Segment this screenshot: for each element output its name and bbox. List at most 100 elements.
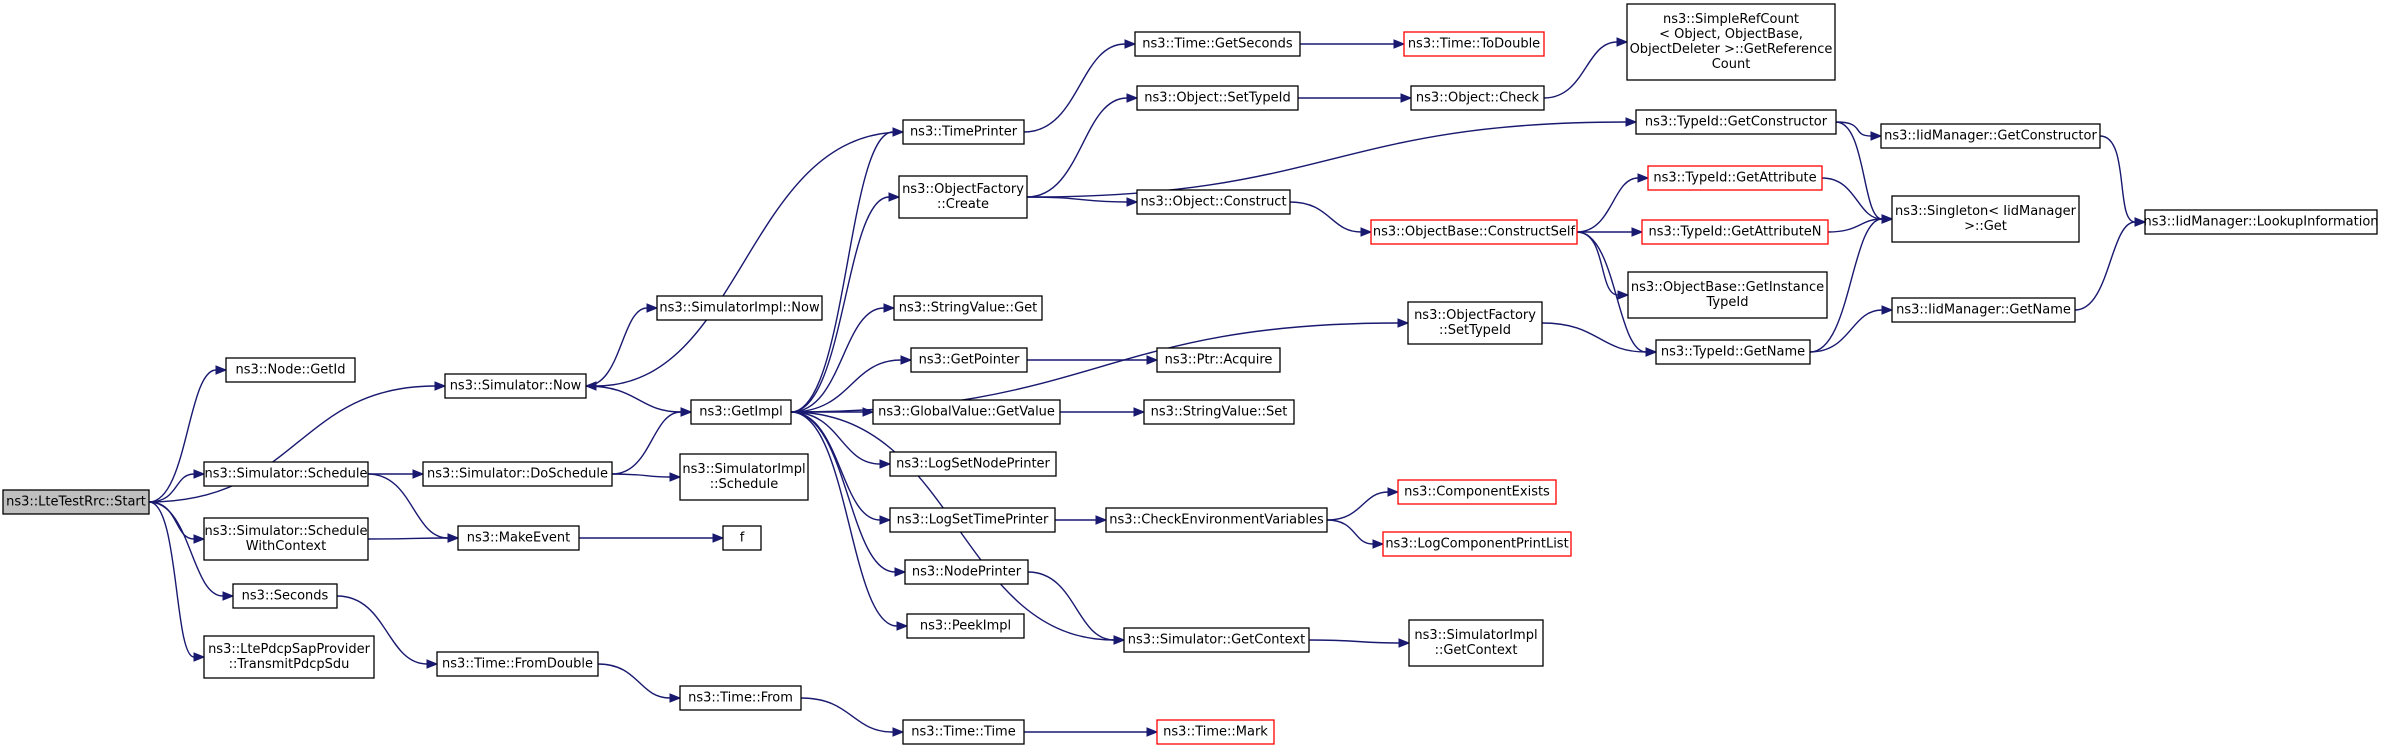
node-label: ns3::IidManager::LookupInformation	[2143, 215, 2378, 230]
node-label: ns3::IidManager::GetName	[1896, 303, 2071, 318]
node-label: ns3::Time::From	[688, 691, 793, 706]
function-node-timemark[interactable]: ns3::Time::Mark	[1156, 719, 1275, 745]
node-label: ns3::LteTestRrc::Start	[6, 495, 146, 510]
function-node-f[interactable]: f	[722, 525, 762, 551]
call-edge-arrowhead	[1616, 37, 1629, 47]
function-node-sim-schedule[interactable]: ns3::Simulator::Schedule	[203, 461, 369, 487]
function-node-stringvalue-set[interactable]: ns3::StringValue::Set	[1143, 399, 1295, 425]
function-node-sim-getcontext[interactable]: ns3::Simulator::GetContext	[1123, 627, 1310, 653]
node-label: ns3::Object::Check	[1416, 91, 1540, 106]
function-node-makeevent[interactable]: ns3::MakeEvent	[457, 525, 580, 551]
node-label: ns3::Time::GetSeconds	[1142, 37, 1293, 52]
node-box	[898, 175, 1028, 219]
node-label: ns3::Simulator::Schedule	[204, 467, 367, 482]
node-box	[690, 399, 792, 425]
call-edge	[1543, 41, 1618, 99]
node-box	[893, 295, 1043, 321]
call-edge-arrowhead	[900, 355, 913, 365]
function-node-logsetnodeprinter[interactable]: ns3::LogSetNodePrinter	[889, 451, 1057, 477]
function-node-simimpl-getcontext[interactable]: ns3::SimulatorImpl::GetContext	[1408, 619, 1544, 667]
node-label: ns3::Simulator::DoSchedule	[427, 467, 608, 482]
function-node-singleton-get[interactable]: ns3::Singleton< IidManager>::Get	[1891, 195, 2080, 243]
function-node-typeid-getconstructor[interactable]: ns3::TypeId::GetConstructor	[1635, 109, 1837, 135]
call-edge	[148, 369, 217, 503]
function-node-time-getseconds[interactable]: ns3::Time::GetSeconds	[1134, 31, 1301, 57]
function-node-nodeprinter[interactable]: ns3::NodePrinter	[904, 559, 1029, 585]
call-edge	[597, 663, 671, 699]
node-box	[889, 507, 1056, 533]
node-label: ns3::SimulatorImpl::Now	[659, 301, 820, 316]
call-edge-arrowhead	[1387, 487, 1400, 497]
function-node-peekimpl[interactable]: ns3::PeekImpl	[906, 613, 1025, 639]
call-edges	[148, 37, 2147, 737]
call-edge	[1326, 491, 1389, 521]
function-node-sim-now[interactable]: ns3::Simulator::Now	[444, 373, 587, 399]
call-edge-arrowhead	[1095, 515, 1108, 525]
node-box	[1891, 195, 2080, 243]
function-node-iidmgr-getname[interactable]: ns3::IidManager::GetName	[1891, 297, 2076, 323]
node-label: ns3::NodePrinter	[912, 565, 1022, 580]
node-label: ns3::StringValue::Set	[1151, 405, 1288, 420]
function-node-sim-doschedule[interactable]: ns3::Simulator::DoSchedule	[422, 461, 613, 487]
function-node-start[interactable]: ns3::LteTestRrc::Start	[2, 489, 150, 515]
node-label: ns3::LtePdcpSapProvider	[208, 642, 371, 657]
call-edge-arrowhead	[1126, 197, 1139, 207]
function-node-simimpl-now[interactable]: ns3::SimulatorImpl::Now	[656, 295, 823, 321]
function-node-time-todouble[interactable]: ns3::Time::ToDouble	[1403, 31, 1545, 57]
call-edge-arrowhead	[894, 567, 907, 577]
function-node-objfactory-settypeid[interactable]: ns3::ObjectFactory::SetTypeId	[1407, 301, 1543, 345]
function-node-globalvalue-get[interactable]: ns3::GlobalValue::GetValue	[872, 399, 1061, 425]
node-box	[1143, 399, 1295, 425]
function-node-timeprinter[interactable]: ns3::TimePrinter	[902, 119, 1025, 145]
node-box	[1156, 347, 1281, 373]
function-node-getimpl[interactable]: ns3::GetImpl	[690, 399, 792, 425]
function-node-typeid-getname[interactable]: ns3::TypeId::GetName	[1655, 339, 1811, 365]
node-label: < Object, ObjectBase,	[1659, 27, 1803, 42]
call-edge-arrowhead	[1625, 117, 1638, 127]
node-label: ns3::TypeId::GetName	[1661, 345, 1805, 360]
function-node-ltepdcp[interactable]: ns3::LtePdcpSapProvider::TransmitPdcpSdu	[203, 635, 375, 679]
call-edge	[2074, 221, 2136, 311]
function-node-getpointer[interactable]: ns3::GetPointer	[910, 347, 1028, 373]
function-node-logsettimeprinter[interactable]: ns3::LogSetTimePrinter	[889, 507, 1056, 533]
function-node-iidmgr-getconstructor[interactable]: ns3::IidManager::GetConstructor	[1880, 123, 2101, 149]
call-edge	[367, 537, 449, 540]
function-node-typeid-getattribute[interactable]: ns3::TypeId::GetAttribute	[1647, 165, 1823, 191]
function-node-obj-construct[interactable]: ns3::Object::Construct	[1136, 189, 1291, 215]
node-label: ns3::Simulator::GetContext	[1128, 633, 1305, 648]
node-box	[1382, 531, 1572, 557]
node-box	[1635, 109, 1837, 135]
function-node-logcomponentprintlist[interactable]: ns3::LogComponentPrintList	[1382, 531, 1572, 557]
function-node-objfactory-create[interactable]: ns3::ObjectFactory::Create	[898, 175, 1028, 219]
node-box	[1410, 85, 1545, 111]
node-label: ::SetTypeId	[1439, 323, 1511, 338]
node-label: ns3::Object::SetTypeId	[1144, 91, 1290, 106]
function-node-componentexists[interactable]: ns3::ComponentExists	[1397, 479, 1557, 505]
node-box	[1408, 619, 1544, 667]
function-node-timefrom[interactable]: ns3::Time::From	[679, 685, 802, 711]
function-node-checkenvvars[interactable]: ns3::CheckEnvironmentVariables	[1105, 507, 1328, 533]
function-node-fromdouble[interactable]: ns3::Time::FromDouble	[436, 651, 599, 677]
function-node-simimpl-schedule[interactable]: ns3::SimulatorImpl::Schedule	[679, 453, 809, 501]
call-edge-arrowhead	[669, 472, 682, 482]
function-node-ptr-acquire[interactable]: ns3::Ptr::Acquire	[1156, 347, 1281, 373]
node-box	[679, 685, 802, 711]
function-node-obj-check[interactable]: ns3::Object::Check	[1410, 85, 1545, 111]
node-box	[1655, 339, 1811, 365]
function-node-simplerefcount[interactable]: ns3::SimpleRefCount< Object, ObjectBase,…	[1626, 3, 1836, 81]
function-node-timetime[interactable]: ns3::Time::Time	[902, 719, 1025, 745]
function-node-iidmgr-lookup[interactable]: ns3::IidManager::LookupInformation	[2143, 209, 2379, 235]
function-node-objbase-constructself[interactable]: ns3::ObjectBase::ConstructSelf	[1370, 219, 1578, 245]
call-edge-arrowhead	[1400, 93, 1413, 103]
function-node-typeid-getattributen[interactable]: ns3::TypeId::GetAttributeN	[1641, 219, 1829, 245]
node-label: ns3::TypeId::GetConstructor	[1645, 115, 1828, 130]
node-label: ns3::Time::ToDouble	[1408, 37, 1540, 52]
node-label: ::GetContext	[1435, 643, 1518, 658]
function-node-getid[interactable]: ns3::Node::GetId	[225, 357, 356, 383]
function-node-seconds[interactable]: ns3::Seconds	[232, 583, 338, 609]
function-node-stringvalue-get[interactable]: ns3::StringValue::Get	[893, 295, 1043, 321]
function-node-obj-settypeid[interactable]: ns3::Object::SetTypeId	[1136, 85, 1299, 111]
